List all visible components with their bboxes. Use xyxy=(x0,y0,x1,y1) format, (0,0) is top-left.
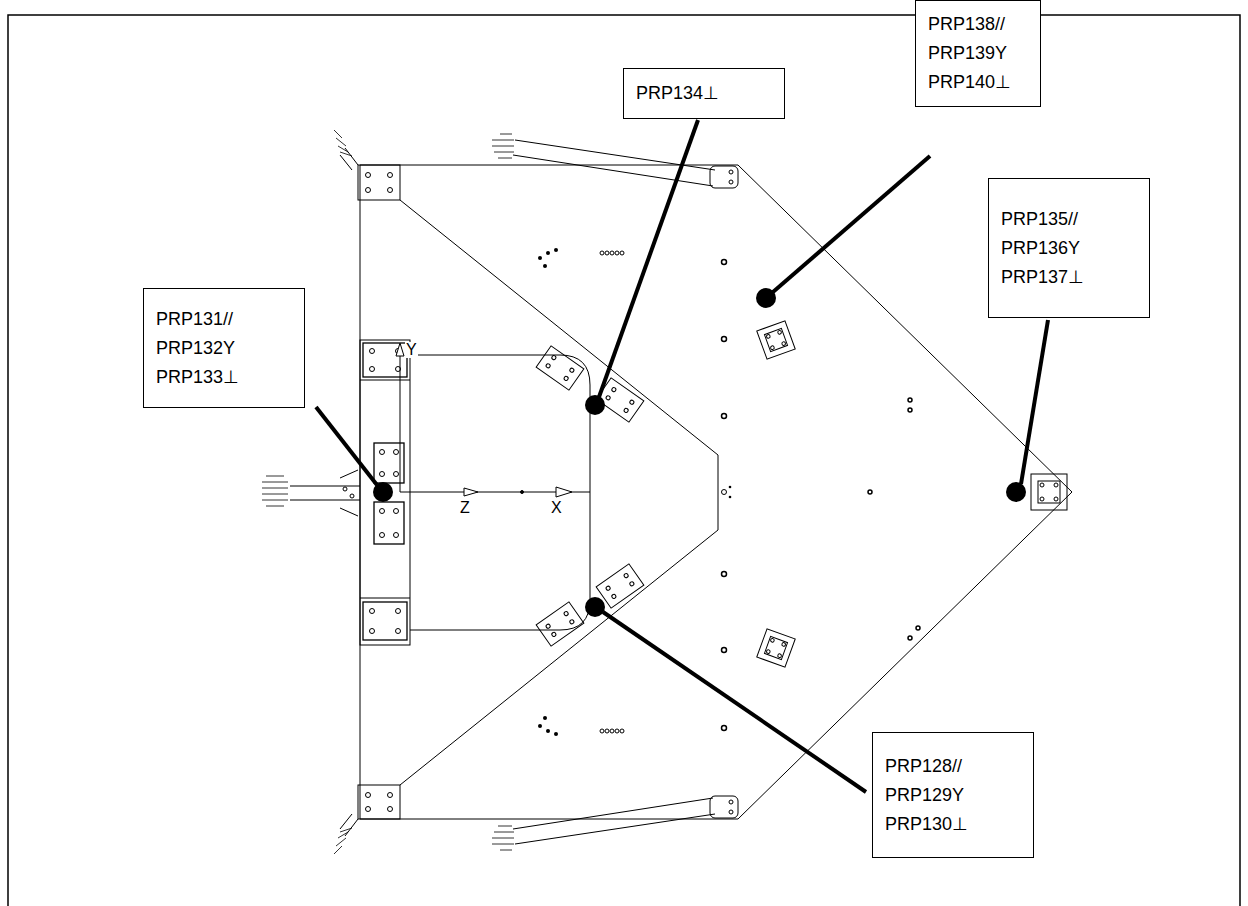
point-code: PRP133⊥ xyxy=(156,363,292,392)
point-code: PRP129Y xyxy=(885,781,1021,810)
point-code: PRP128// xyxy=(885,752,1021,781)
point-code: PRP136Y xyxy=(1001,234,1137,263)
point-code: PRP134⊥ xyxy=(636,79,772,108)
callout-box: PRP134⊥ xyxy=(623,68,785,119)
callout-box: PRP138//PRP139YPRP140⊥ xyxy=(915,0,1041,107)
point-code: PRP135// xyxy=(1001,205,1137,234)
point-code: PRP139Y xyxy=(928,39,1028,68)
callout-box: PRP135//PRP136YPRP137⊥ xyxy=(988,178,1150,318)
axis-label: Y xyxy=(405,342,418,358)
point-code: PRP130⊥ xyxy=(885,810,1021,839)
point-code: PRP137⊥ xyxy=(1001,263,1137,292)
callout-box: PRP131//PRP132YPRP133⊥ xyxy=(143,288,305,408)
axis-label: X xyxy=(550,500,563,516)
point-code: PRP132Y xyxy=(156,334,292,363)
callout-box: PRP128//PRP129YPRP130⊥ xyxy=(872,732,1034,858)
axis-label: Z xyxy=(459,500,471,516)
point-code: PRP138// xyxy=(928,10,1028,39)
point-code: PRP131// xyxy=(156,305,292,334)
point-code: PRP140⊥ xyxy=(928,68,1028,97)
